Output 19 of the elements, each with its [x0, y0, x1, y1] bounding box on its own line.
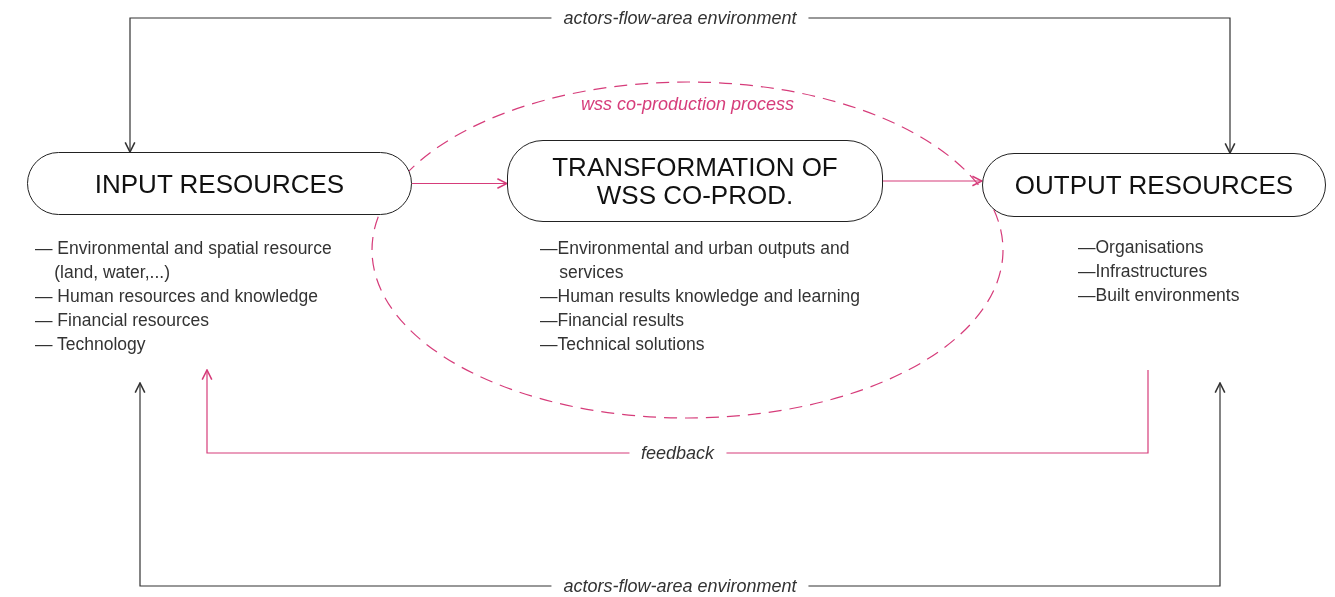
list-item: — Environmental and spatial resource (land, water,...) — [35, 237, 333, 284]
rounded-process-box: OUTPUT RESOURCES — [982, 153, 1326, 217]
list-item: — Human resources and knowledge — [35, 285, 320, 308]
list-item: —Human results knowledge and learning — [540, 285, 862, 308]
list-item: —Technical solutions — [540, 333, 706, 356]
list-item: —Infrastructures — [1078, 260, 1209, 283]
list-item: —Environmental and urban outputs and services — [540, 237, 851, 284]
list-item: —Organisations — [1078, 236, 1205, 259]
rounded-process-box: TRANSFORMATION OF WSS CO-PROD. — [507, 140, 883, 222]
list-item: —Built environments — [1078, 284, 1241, 307]
dashed-ellipse — [370, 80, 1005, 420]
list-item: — Technology — [35, 333, 147, 356]
arrow — [882, 175, 983, 187]
list-item: — Financial resources — [35, 309, 211, 332]
process-label: wss co-production process — [580, 94, 795, 114]
arrow — [201, 369, 1149, 454]
arrow — [411, 177, 508, 190]
list-item: —Financial results — [540, 309, 685, 332]
rounded-process-box: INPUT RESOURCES — [27, 152, 412, 215]
